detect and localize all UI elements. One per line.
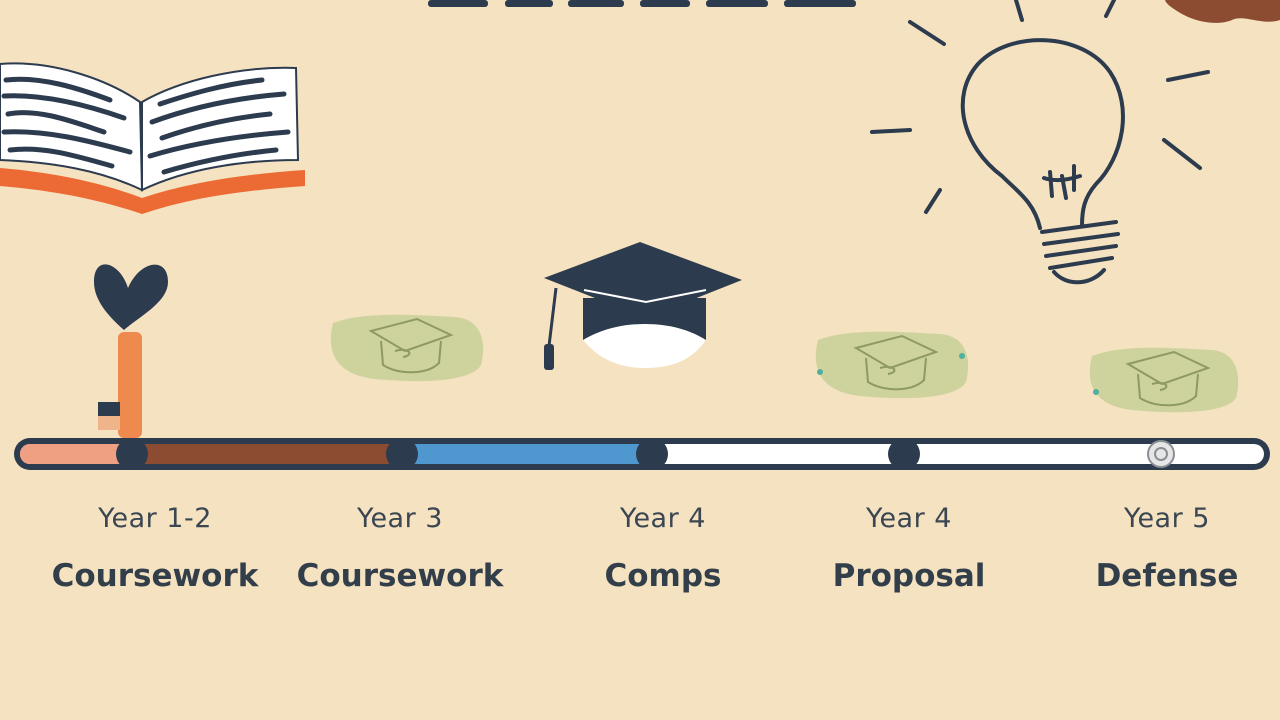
milestone-year-label: Year 1-2 — [98, 503, 212, 534]
milestone-stage-label: Comps — [604, 558, 722, 594]
green-cap-sketch-icon — [1089, 347, 1239, 413]
milestone-stage-label: Coursework — [296, 558, 504, 594]
light-bulb-icon — [870, 0, 1210, 285]
milestone-year-1-2: Year 1-2 Coursework — [25, 500, 285, 597]
milestone-year-4-comps: Year 4 Comps — [533, 500, 793, 597]
milestone-marker — [636, 438, 668, 470]
brown-blob-decoration — [1165, 0, 1280, 23]
milestone-stage-label: Proposal — [832, 558, 986, 594]
milestone-marker — [888, 438, 920, 470]
milestone-stage-label: Coursework — [51, 558, 259, 594]
timeline-segment-comps — [402, 444, 652, 464]
milestone-marker — [386, 438, 418, 470]
timeline-segment-coursework — [132, 444, 402, 464]
milestone-marker-defense — [1147, 440, 1175, 468]
green-cap-sketch-icon — [815, 331, 969, 399]
milestone-year-3: Year 3 Coursework — [270, 500, 530, 597]
milestone-year-label: Year 4 — [866, 503, 952, 534]
student-figure-icon — [94, 264, 168, 438]
timeline-markers — [116, 438, 1175, 470]
milestone-year-4-proposal: Year 4 Proposal — [779, 500, 1039, 597]
open-book-icon — [0, 62, 305, 214]
milestone-year-label: Year 3 — [357, 503, 443, 534]
cropped-heading-fragment — [428, 0, 856, 7]
milestone-year-label: Year 5 — [1124, 503, 1210, 534]
graduation-cap-icon — [544, 242, 742, 370]
milestone-stage-label: Defense — [1095, 558, 1239, 594]
green-cap-sketch-icon — [330, 314, 484, 382]
milestone-year-5: Year 5 Defense — [1037, 500, 1280, 597]
milestone-marker — [116, 438, 148, 470]
milestone-year-label: Year 4 — [620, 503, 706, 534]
timeline-segment-start — [20, 444, 132, 464]
